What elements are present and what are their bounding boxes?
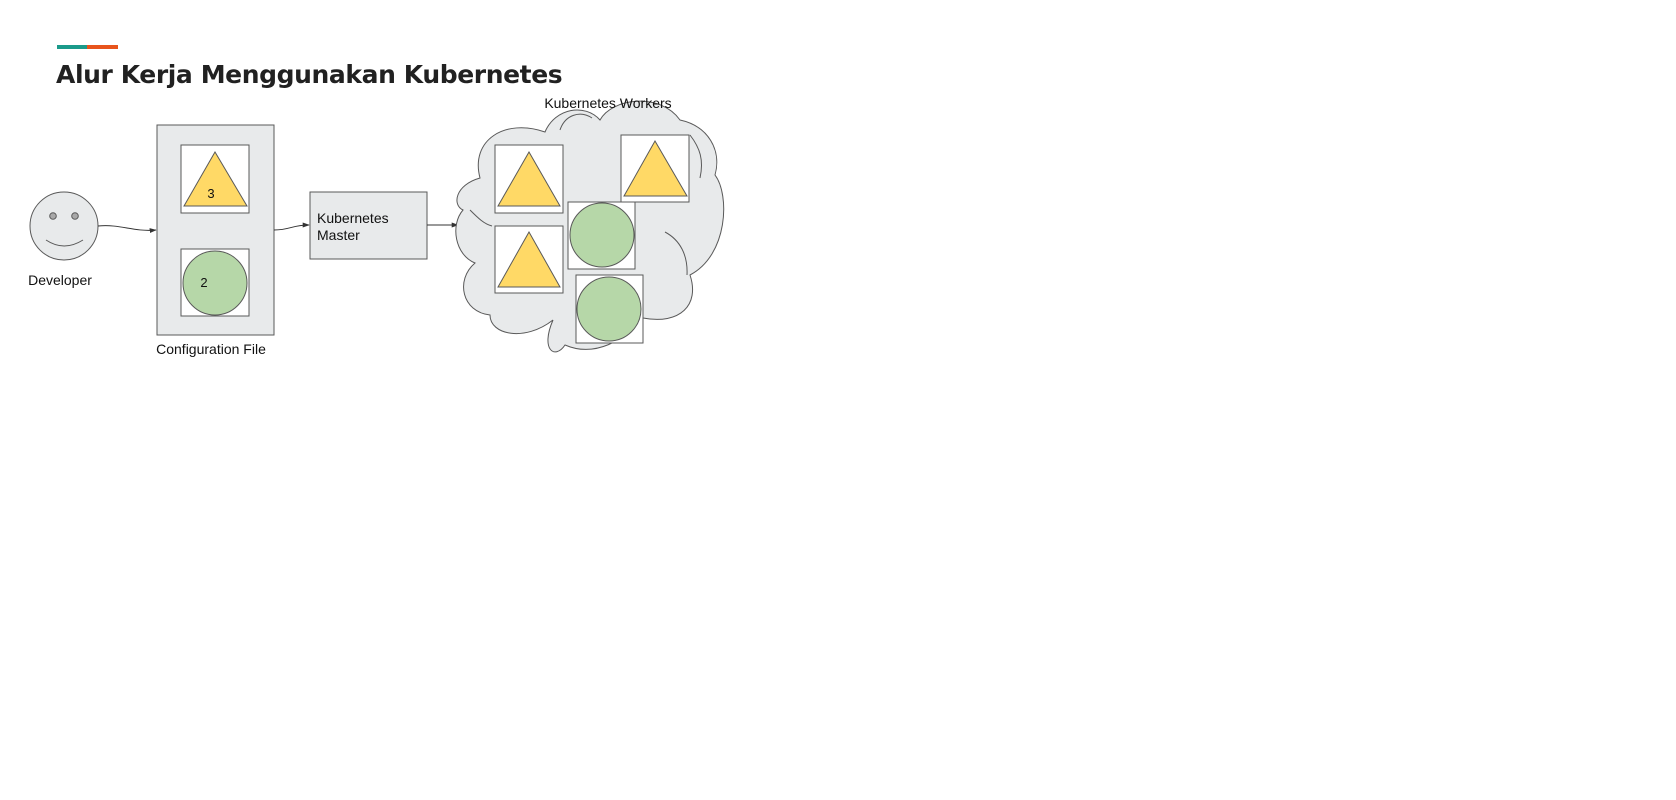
kubernetes-workers-label: Kubernetes Workers [544,95,671,111]
title-accent-bar [57,45,118,49]
arrow-developer-to-config [97,225,157,233]
accent-segment-orange [87,45,118,49]
triangle-icon [623,139,688,197]
kubernetes-master-label-line1: Kubernetes [317,210,389,226]
developer-smile [45,239,84,247]
configuration-file-label: Configuration File [156,341,266,357]
config-triangle-count: 3 [207,186,214,201]
accent-segment-teal [57,45,87,49]
circle-icon [576,276,642,342]
developer-label: Developer [28,272,92,288]
cloud-inner-curve [689,134,703,179]
config-circle-count: 2 [200,275,207,290]
circle-icon [182,250,248,316]
kubernetes-master-box [309,191,428,260]
kubernetes-master-label-line2: Master [317,227,360,243]
developer-face [29,191,99,261]
circle-icon [569,202,635,268]
triangle-icon [183,151,248,207]
triangle-icon [497,230,561,288]
configuration-file: 3 2 [156,124,275,336]
cloud-inner-curve [559,113,593,131]
arrow-config-to-master [273,222,310,231]
developer-icon [29,191,99,261]
triangle-icon [497,150,561,207]
developer-left-eye [49,212,57,220]
kubernetes-workers-cloud [455,100,725,353]
developer-right-eye [71,212,79,220]
cloud-inner-curve [664,231,688,276]
slide-title: Alur Kerja Menggunakan Kubernetes [56,60,563,89]
cloud-inner-curve [469,209,493,227]
